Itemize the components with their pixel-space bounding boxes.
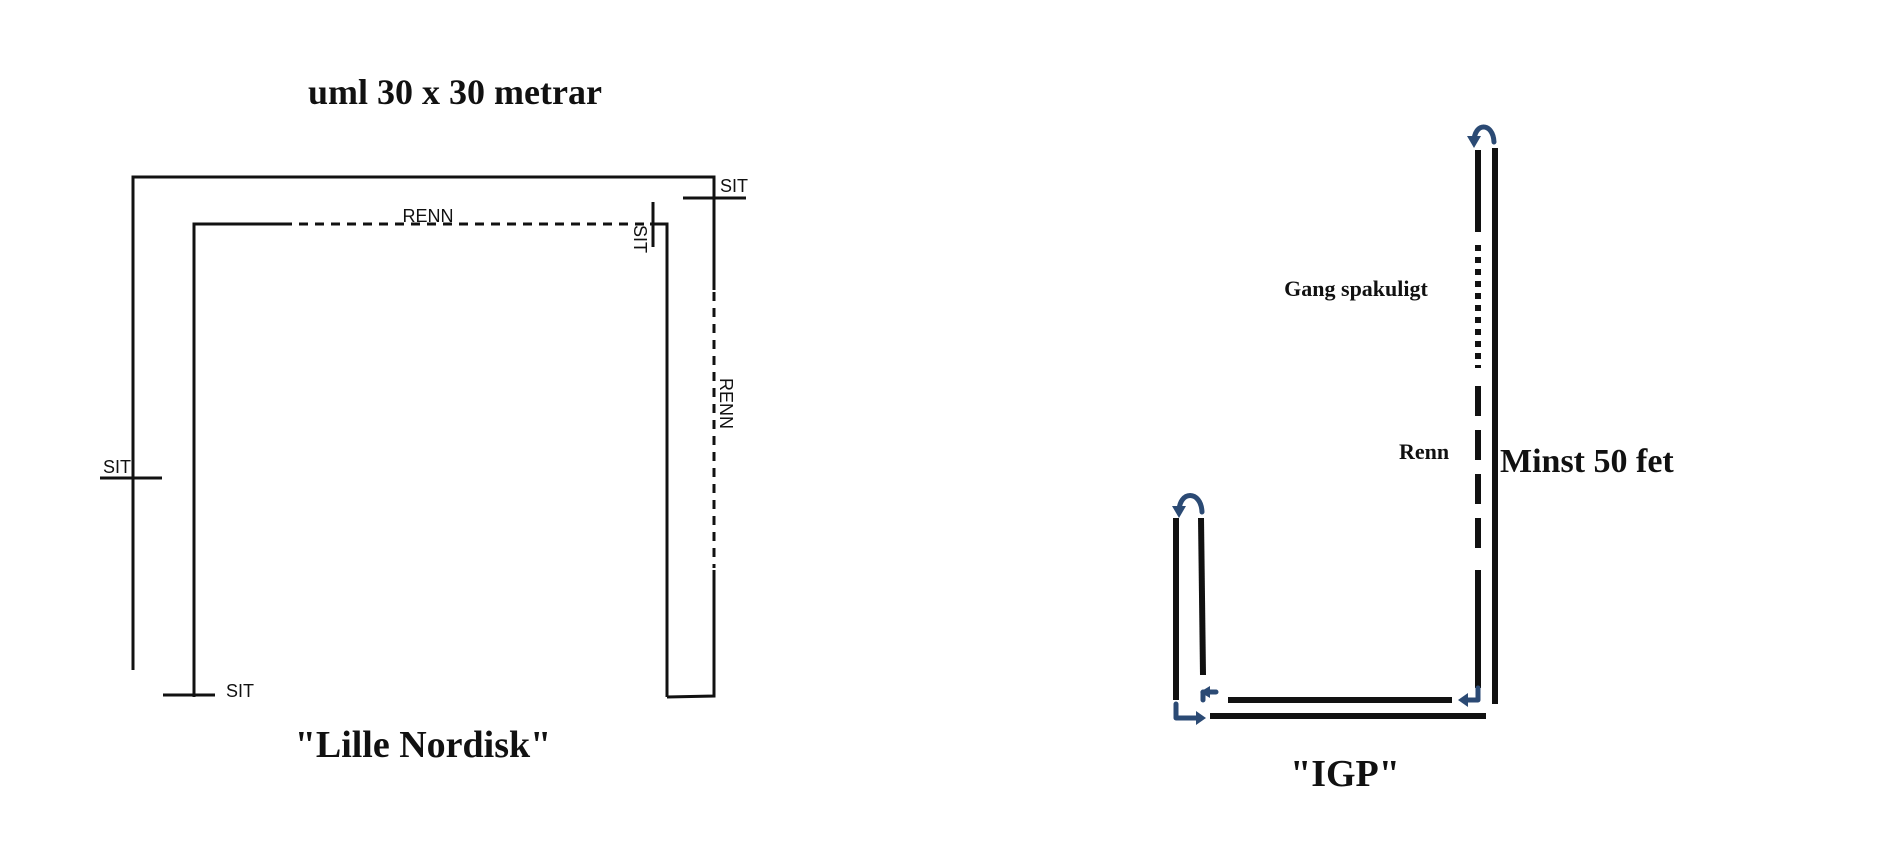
igp-left-inner-line (1198, 517, 1206, 676)
lille-nordisk-caption: "Lille Nordisk" (295, 724, 552, 766)
outer-track-right-gap (709, 290, 719, 570)
label-sit-left: SIT (103, 457, 131, 477)
lille-nordisk-diagram: uml 30 x 30 metrar SIT SIT RENN RENN SIT… (100, 72, 748, 766)
turn-arrow-top-right-icon (1467, 124, 1497, 148)
label-sit-bottom: SIT (226, 681, 254, 701)
inner-track-top-right (650, 222, 669, 697)
turn-arrow-bottom-left-outer-icon (1173, 701, 1206, 725)
label-renn-top: RENN (402, 206, 453, 226)
turn-arrow-left-top-icon (1172, 493, 1205, 518)
turn-arrow-bottom-left-inner-icon (1200, 686, 1219, 703)
turn-arrow-bottom-right-icon (1458, 685, 1481, 707)
label-sit-inner-top-right: SIT (630, 225, 650, 253)
igp-diagram: Gang spakuligt Renn Minst 50 fet "IGP" (1172, 124, 1674, 795)
label-minst-50-fet: Minst 50 fet (1500, 443, 1674, 480)
label-renn-right: RENN (716, 378, 736, 429)
label-sit-top-right: SIT (720, 176, 748, 196)
outer-track (131, 175, 716, 670)
igp-caption: "IGP" (1290, 753, 1400, 795)
label-gang-spakuligt: Gang spakuligt (1284, 276, 1428, 301)
outer-track-right-lower (666, 570, 716, 699)
inner-track-left (192, 222, 283, 697)
label-renn: Renn (1399, 439, 1449, 464)
lille-nordisk-title: uml 30 x 30 metrar (308, 72, 602, 112)
